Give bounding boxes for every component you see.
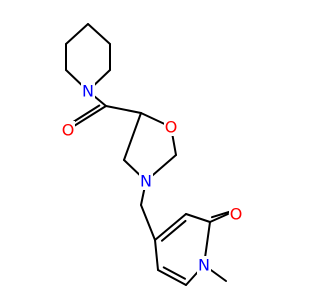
piperidine-nitrogen-atom: N (81, 82, 95, 101)
pyridone-oxygen-atom: O (229, 205, 243, 224)
bond-r1-r2 (154, 213, 187, 241)
bond-carbonyl-co (73, 105, 107, 127)
bond-pip5-pip1 (87, 23, 111, 45)
carbonyl-oxygen-atom: O (61, 121, 75, 140)
bond-pyridone-co-double (210, 210, 233, 219)
pyridone-nitrogen-atom: N (197, 256, 211, 275)
molecule-structure: N O O N O N (61, 23, 243, 286)
morpholine-nitrogen-atom: N (139, 172, 153, 191)
morpholine-oxygen-atom: O (164, 118, 178, 137)
bond-carbonyl-co-double (69, 104, 101, 125)
morpholine-oxygen-label: O (165, 118, 178, 137)
morpholine-nitrogen-label: N (140, 172, 152, 191)
bond-layer (65, 23, 233, 286)
bond-m4-m2 (123, 112, 142, 161)
bond-cc-m2 (105, 105, 142, 114)
carbonyl-oxygen-label: O (62, 121, 75, 140)
bond-ch2-r1 (140, 204, 156, 241)
bond-r6-r1 (154, 239, 159, 271)
bond-pip4-pip5 (65, 23, 89, 45)
bond-ring-double-2 (162, 266, 187, 280)
pyridone-oxygen-label: O (230, 205, 243, 224)
bond-r2-rc (185, 213, 211, 223)
piperidine-nitrogen-label: N (82, 82, 94, 101)
pyridone-nitrogen-label: N (198, 256, 210, 275)
molecule-diagram: N O O N O N (61, 23, 243, 286)
bond-r5-r6 (157, 269, 187, 286)
atom-layer: N O O N O N (61, 82, 243, 275)
bond-ring-double-1 (160, 219, 187, 242)
bond-pyridone-co (209, 213, 229, 223)
